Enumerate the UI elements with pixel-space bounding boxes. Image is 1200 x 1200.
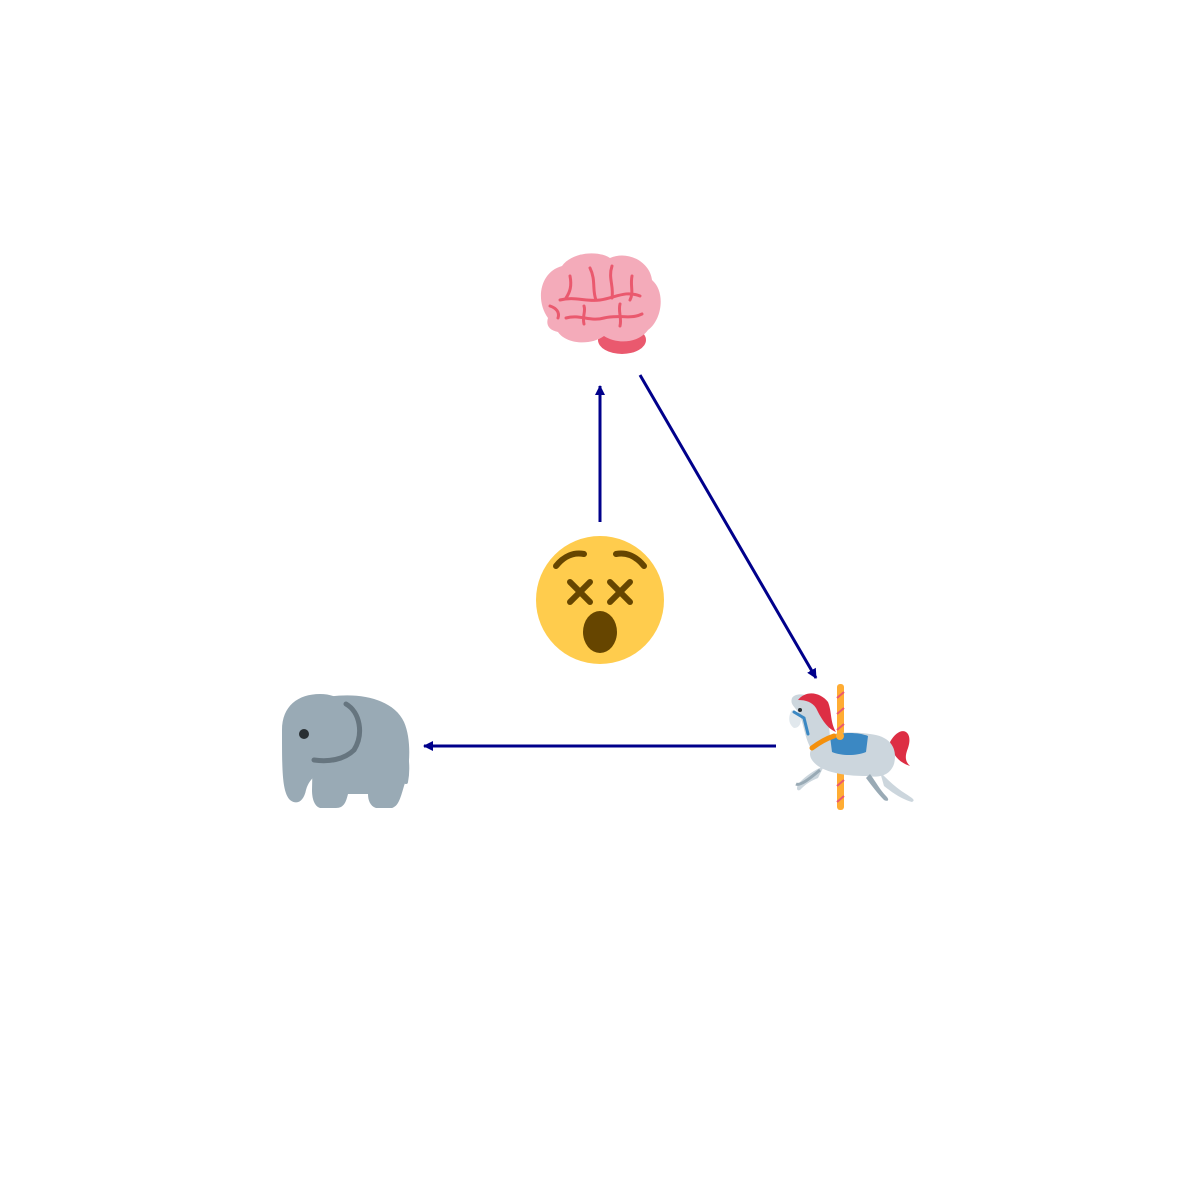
edges (423, 374, 818, 751)
carousel-horse-icon (789, 684, 914, 810)
edge-brain-to-carousel-horse (638, 374, 818, 679)
elephant-icon (282, 694, 410, 808)
dizzy-face-icon (536, 536, 664, 664)
brain-icon (540, 253, 661, 354)
